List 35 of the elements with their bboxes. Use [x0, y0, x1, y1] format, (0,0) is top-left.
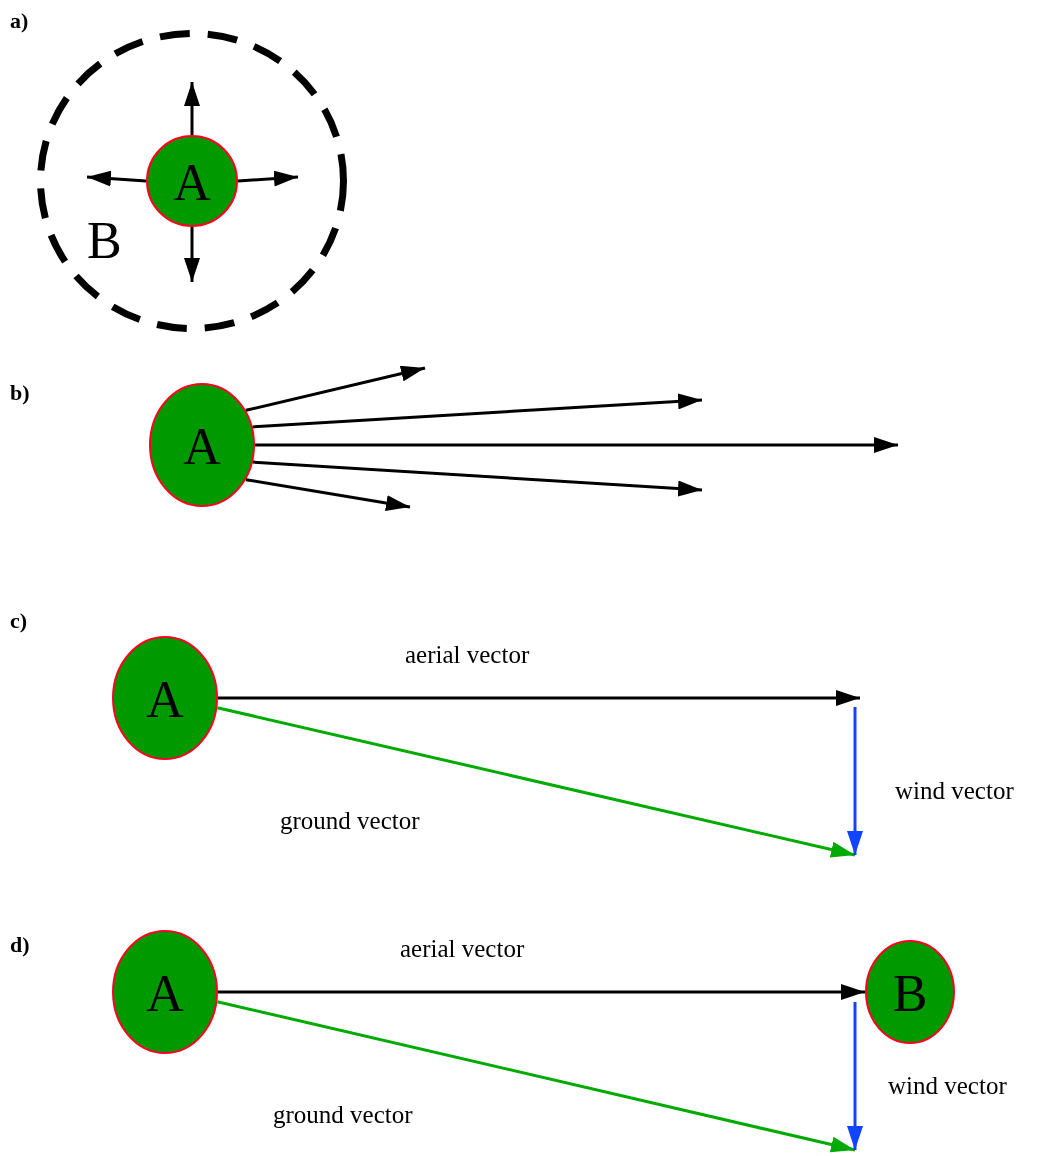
- arrow: [252, 393, 703, 429]
- edge-label: aerial vector: [400, 935, 525, 963]
- circle-node: [146, 135, 238, 227]
- vector-label: wind vector: [895, 777, 1014, 805]
- circle-node: [865, 940, 955, 1044]
- circle-node: [112, 930, 218, 1054]
- arrow: [218, 984, 865, 1000]
- arrow: [245, 365, 426, 412]
- panel-label: b): [10, 380, 30, 406]
- edge-label: ground vector: [280, 807, 420, 835]
- arrow: [218, 690, 860, 706]
- node-label: A: [146, 674, 184, 727]
- panel-label: c): [10, 608, 28, 634]
- circle-node: [149, 383, 255, 507]
- node-label: B: [87, 215, 122, 267]
- dashed-circle: [37, 30, 347, 332]
- circle-node: [112, 636, 218, 760]
- vector-label: wind vector: [888, 1072, 1007, 1100]
- arrow: [252, 460, 703, 497]
- arrow: [245, 478, 411, 511]
- node-label: A: [183, 421, 221, 474]
- panel-label: d): [10, 932, 30, 958]
- arrow: [86, 170, 147, 187]
- arrow: [217, 1000, 856, 1153]
- edge-label: ground vector: [273, 1101, 413, 1129]
- edge-label: aerial vector: [405, 641, 530, 669]
- arrow: [255, 437, 898, 453]
- arrow: [184, 82, 200, 135]
- panel-label: a): [10, 8, 29, 34]
- node-label: B: [892, 968, 928, 1021]
- node-label: A: [146, 968, 184, 1021]
- arrow: [217, 706, 856, 858]
- arrow: [184, 227, 200, 282]
- arrow: [237, 170, 299, 187]
- node-label: A: [173, 157, 211, 210]
